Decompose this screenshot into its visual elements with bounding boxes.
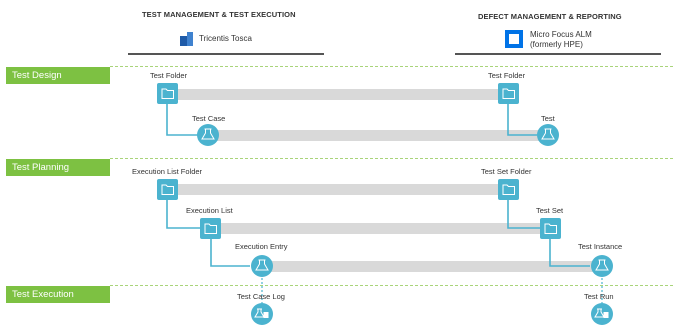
phase-label-test-execution: Test Execution: [6, 286, 110, 303]
label-alm-test: Test: [541, 114, 555, 123]
micro-focus-alm-logo-icon: [505, 30, 523, 48]
phase-label-test-design: Test Design: [6, 67, 110, 84]
alm-test-folder-folder-icon: [498, 83, 519, 104]
label-alm-test-instance: Test Instance: [578, 242, 623, 251]
right-column-divider: [455, 53, 661, 55]
tosca-execution-list-folder-folder-icon: [157, 179, 178, 200]
tricentis-tosca-name: Tricentis Tosca: [199, 34, 252, 43]
link-bar-execution-list-folder: [170, 184, 510, 195]
label-tosca-execution-list-folder: Execution List Folder: [132, 167, 203, 176]
label-tosca-execution-list: Execution List: [186, 206, 233, 215]
tosca-execution-entry-flask-icon: [251, 255, 273, 277]
left-column-divider: [128, 53, 324, 55]
tosca-test-case-log-flask-doc-icon: [251, 303, 273, 325]
alm-test-set-folder-icon: [540, 218, 561, 239]
link-bar-test-folder: [170, 89, 510, 100]
alm-test-set-folder-folder-icon: [498, 179, 519, 200]
label-tosca-test-folder: Test Folder: [150, 71, 188, 80]
label-tosca-execution-entry: Execution Entry: [235, 242, 288, 251]
alm-test-flask-icon: [537, 124, 559, 146]
tricentis-tosca-logo-icon: [180, 32, 193, 46]
tosca-execution-list-folder-icon: [200, 218, 221, 239]
label-tosca-test-case: Test Case: [192, 114, 226, 123]
phase-label-test-planning: Test Planning: [6, 159, 110, 176]
tosca-test-case-flask-icon: [197, 124, 219, 146]
left-column-heading: TEST MANAGEMENT & TEST EXECUTION: [142, 10, 296, 19]
label-alm-test-run: Test Run: [584, 292, 614, 301]
label-tosca-test-case-log: Test Case Log: [237, 292, 285, 301]
connector-alm-set-to-instance: [549, 239, 590, 267]
right-column-heading: DEFECT MANAGEMENT & REPORTING: [478, 12, 622, 21]
connector-alm-folder-to-test: [507, 100, 537, 136]
connector-test-folder-to-test-case: [166, 100, 200, 136]
label-alm-test-folder: Test Folder: [488, 71, 526, 80]
micro-focus-alm-name-line1: Micro Focus ALM: [530, 30, 592, 39]
label-alm-test-set-folder: Test Set Folder: [481, 167, 532, 176]
micro-focus-alm-name-line2: (formerly HPE): [530, 40, 583, 49]
phase-separator-design: [110, 66, 673, 67]
connector-alm-set-folder-to-set: [507, 196, 540, 229]
alm-test-run-flask-doc-icon: [591, 303, 613, 325]
link-bar-execution-entry: [262, 261, 602, 272]
phase-separator-execution: [110, 285, 673, 286]
connector-exec-list-to-exec-entry: [210, 239, 250, 267]
alm-test-instance-flask-icon: [591, 255, 613, 277]
link-bar-execution-list: [210, 223, 550, 234]
connector-exec-list-folder-to-exec-list: [166, 196, 200, 229]
tosca-test-folder-folder-icon: [157, 83, 178, 104]
label-alm-test-set: Test Set: [536, 206, 564, 215]
phase-separator-planning: [110, 158, 673, 159]
link-bar-test-case: [210, 130, 550, 141]
